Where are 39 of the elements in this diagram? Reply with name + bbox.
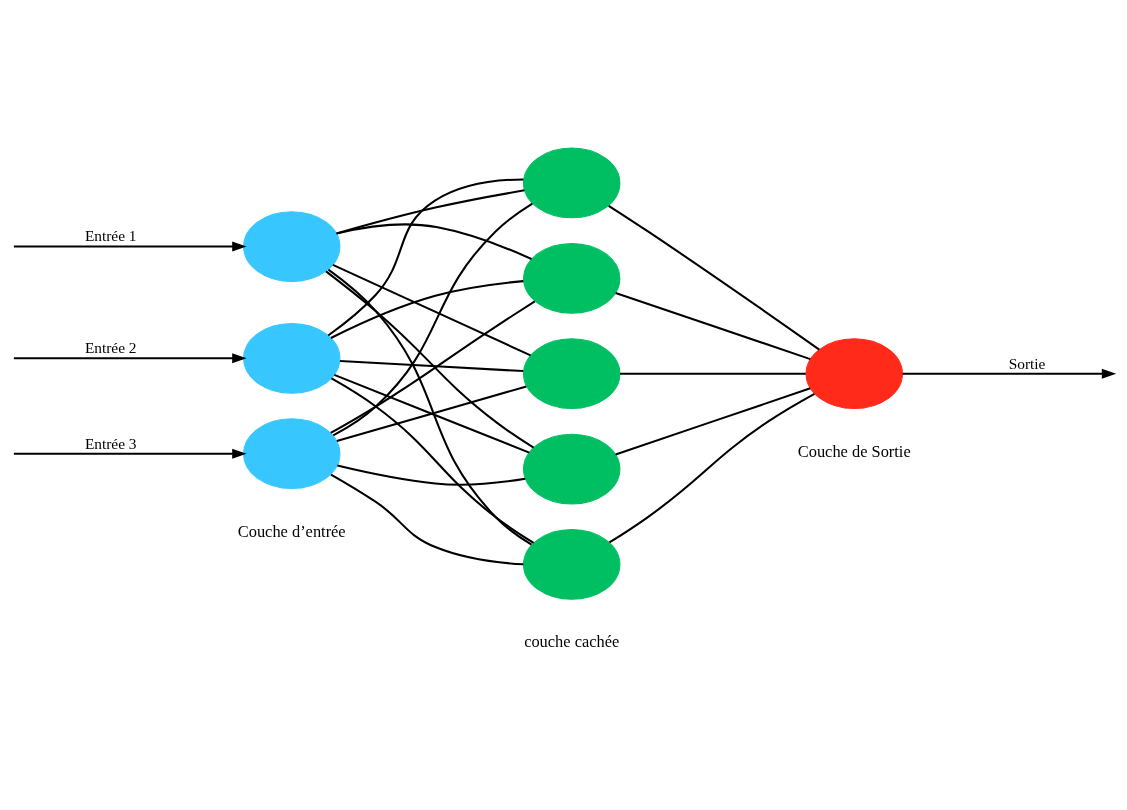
label: couche cachée [524, 632, 620, 652]
node-circle [243, 322, 341, 394]
connector [331, 377, 535, 544]
arrow [13, 353, 247, 364]
edge-label: Entrée 1 [84, 227, 137, 245]
connector [325, 270, 535, 449]
label: Couche d’entrée [237, 521, 346, 541]
connector [327, 178, 524, 337]
arrow [902, 368, 1117, 379]
connector [332, 202, 533, 437]
connector [337, 464, 526, 486]
edge-label: Sortie [1008, 354, 1046, 372]
edge-label: Entrée 2 [84, 339, 137, 357]
connector [330, 280, 524, 339]
connector [330, 300, 536, 434]
node-circle [523, 147, 621, 219]
connector [620, 372, 806, 375]
node-circle [243, 418, 341, 490]
node-circle [243, 211, 341, 282]
label: Couche de Sortie [797, 441, 911, 461]
connector [327, 268, 533, 546]
connector [334, 373, 530, 454]
connector [608, 204, 820, 351]
connector [608, 392, 815, 544]
connector [615, 291, 811, 361]
node-circle [523, 338, 621, 410]
connector [332, 263, 531, 357]
connector [615, 387, 811, 456]
node-circle [805, 338, 903, 410]
connector [336, 385, 527, 443]
node-circle [523, 242, 621, 314]
node-circle [523, 433, 621, 505]
node-circle [523, 529, 621, 600]
arrow [13, 241, 247, 252]
connector [339, 359, 524, 373]
edge-label: Entrée 3 [84, 434, 137, 452]
connector [336, 189, 525, 235]
arrow [13, 448, 247, 459]
connector [330, 473, 524, 566]
